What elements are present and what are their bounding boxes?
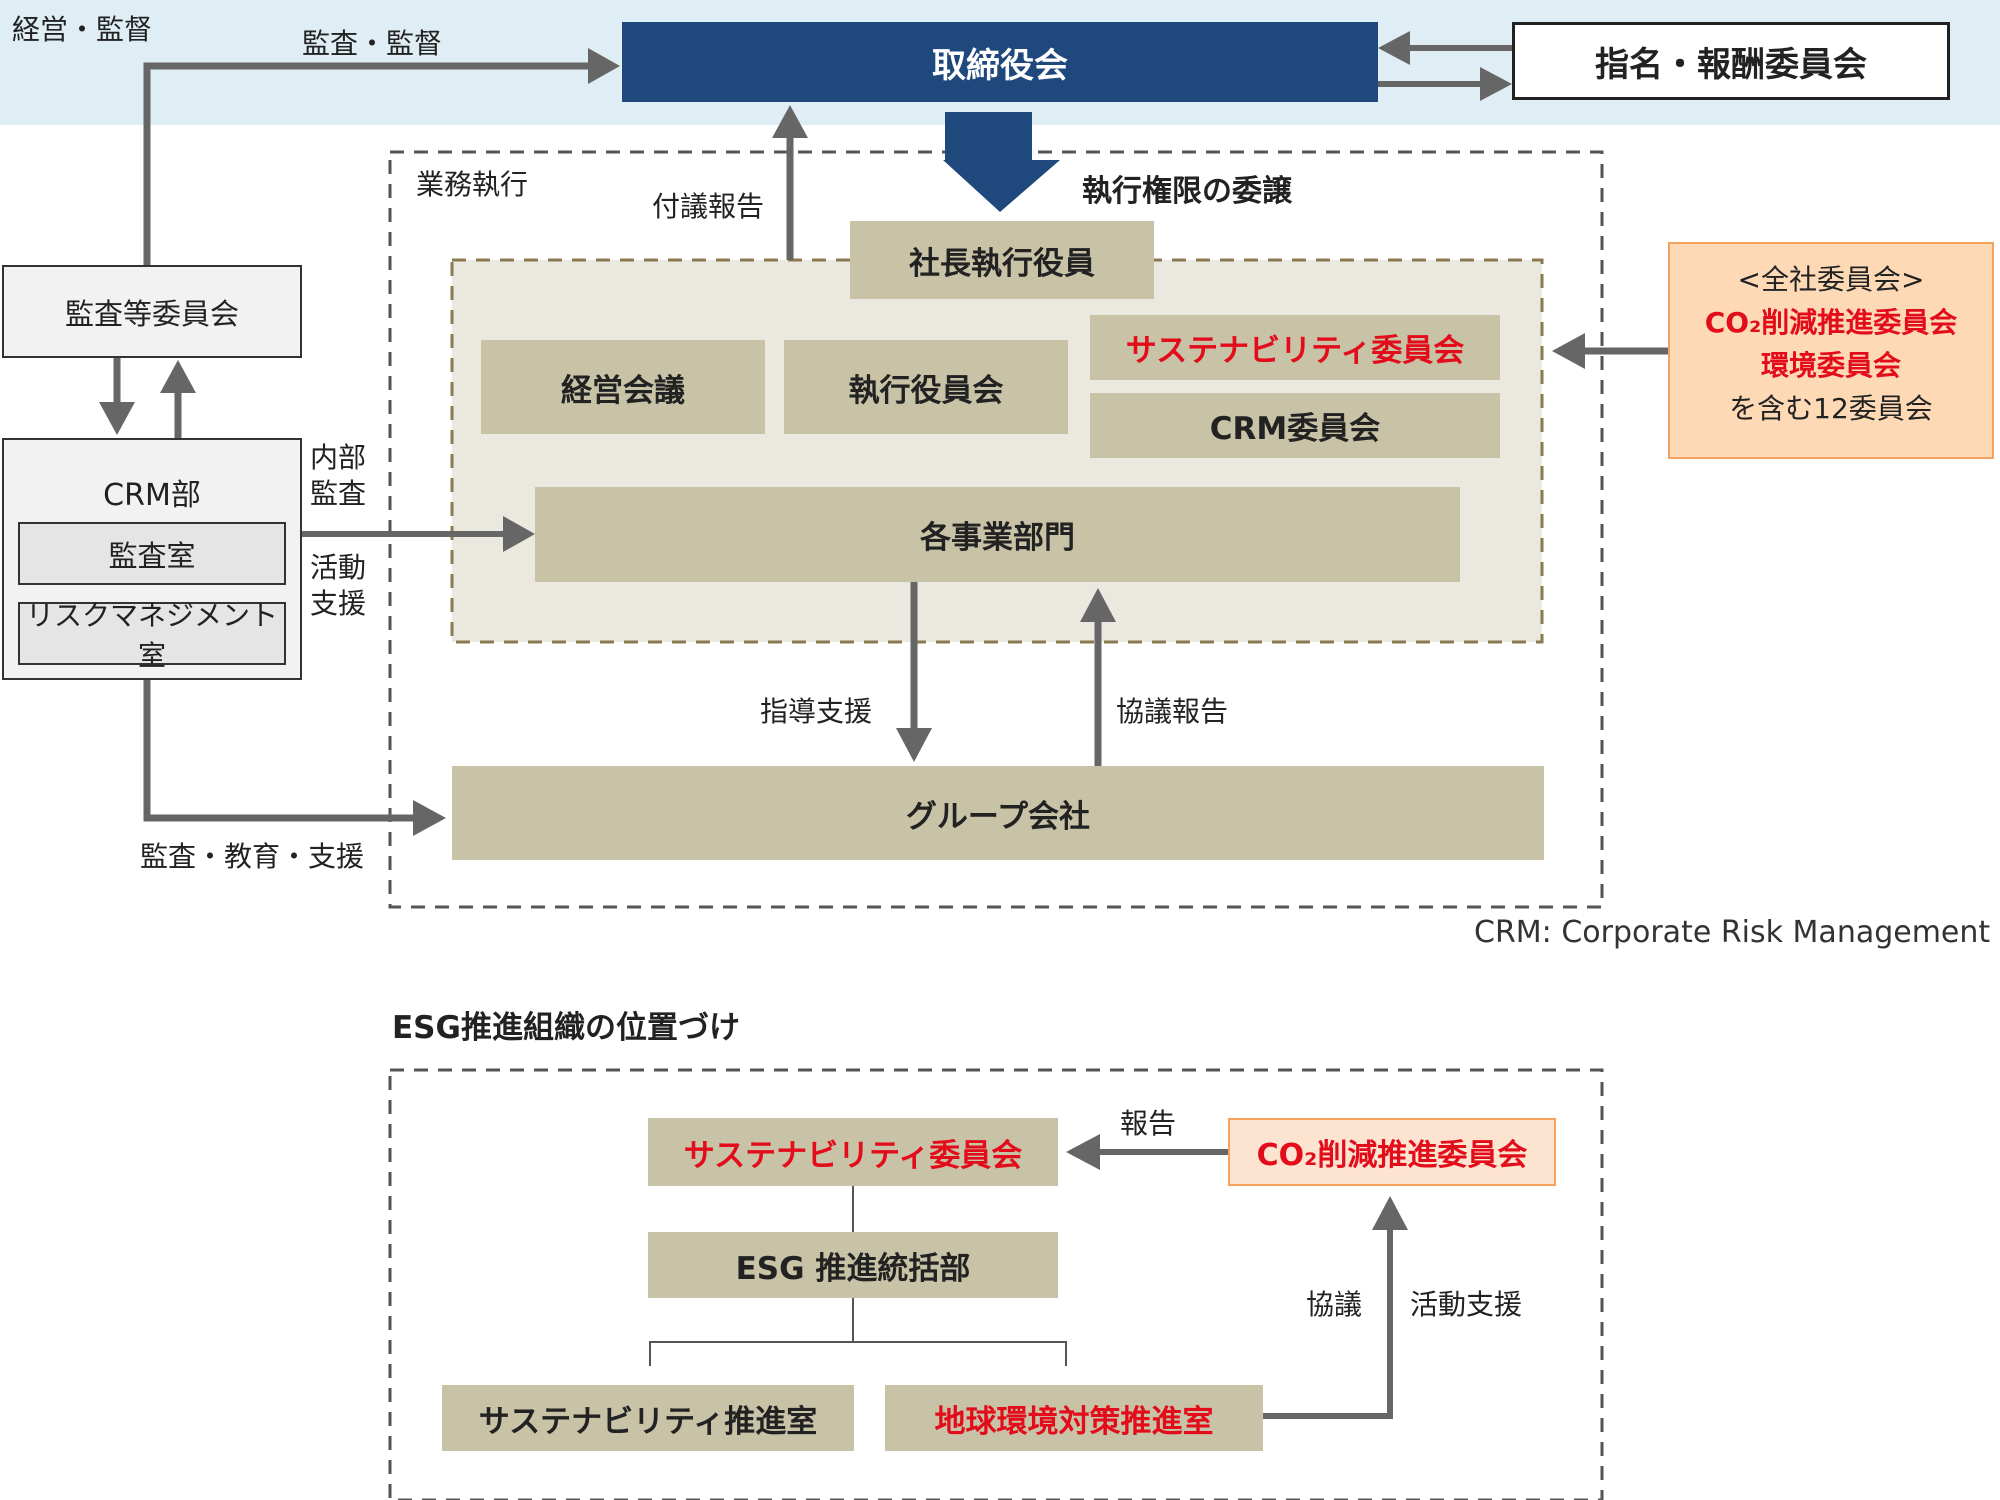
board-of-directors: 取締役会 <box>622 22 1378 102</box>
audit-oversight-label: 監査・監督 <box>302 27 443 60</box>
arrowhead <box>1372 1196 1408 1230</box>
sustainability-committee: サステナビリティ委員会 <box>1090 315 1500 380</box>
president-ceo: 社長執行役員 <box>850 221 1154 299</box>
sustainability-promotion-office: サステナビリティ推進室 <box>442 1385 854 1451</box>
arrowhead <box>772 105 808 138</box>
audit-oversight-line <box>143 62 590 265</box>
internal-audit-label: 内部 監査 <box>310 440 366 512</box>
nomination-remuneration-committee: 指名・報酬委員会 <box>1512 22 1950 100</box>
arrowhead <box>503 516 535 552</box>
activity-support-line2: 支援 <box>310 587 367 620</box>
activity-support-label: 活動 支援 <box>310 550 366 622</box>
esg-activity-support-label: 活動支援 <box>1410 1288 1523 1321</box>
global-environment-office: 地球環境対策推進室 <box>885 1385 1263 1451</box>
risk-management-office: リスクマネジメント室 <box>18 599 286 672</box>
governance-label: 経営・監督 <box>12 13 153 46</box>
audit-office: 監査室 <box>18 522 286 585</box>
company-wide-committees: <全社委員会> CO₂削減推進委員会 環境委員会 を含む12委員会 <box>1668 242 1994 459</box>
crm-committee: CRM委員会 <box>1090 393 1500 458</box>
arrowhead <box>99 402 135 435</box>
esg-co2-committee: CO₂削減推進委員会 <box>1228 1118 1556 1186</box>
arrowhead <box>896 728 932 762</box>
arrowhead <box>588 48 620 84</box>
management-meeting: 経営会議 <box>481 340 765 434</box>
environment-committee-item: 環境委員会 <box>1760 349 1901 382</box>
esg-tree-lines <box>649 1186 1067 1366</box>
internal-audit-line2: 監査 <box>310 477 367 510</box>
activity-support-line1: 活動 <box>310 551 367 584</box>
group-companies: グループ会社 <box>452 766 1544 860</box>
arrowhead <box>1080 588 1116 622</box>
audit-supervisory-committee: 監査等委員会 <box>2 265 302 358</box>
other-committees-note: を含む12委員会 <box>1729 392 1933 425</box>
esg-sustainability-committee: サステナビリティ委員会 <box>648 1118 1058 1186</box>
execution-area-label: 業務執行 <box>416 168 529 201</box>
arrowhead <box>160 360 196 393</box>
crm-to-group-line <box>143 680 415 822</box>
esg-promotion-dept: ESG 推進統括部 <box>648 1232 1058 1298</box>
arrowhead <box>1066 1134 1100 1170</box>
delegation-arrow <box>943 112 1060 212</box>
arrowhead <box>413 800 446 836</box>
company-committees-heading: <全社委員会> <box>1737 263 1925 296</box>
consultation-report-label: 協議報告 <box>1116 695 1229 728</box>
internal-audit-line1: 内部 <box>310 441 367 474</box>
business-divisions: 各事業部門 <box>535 487 1460 582</box>
crm-department: CRM部 監査室 リスクマネジメント室 <box>2 438 302 680</box>
delegation-label: 執行権限の委譲 <box>1082 174 1292 209</box>
esg-frame <box>388 1068 1604 1500</box>
crm-department-title: CRM部 <box>103 478 201 513</box>
arrowhead <box>1480 67 1512 101</box>
report-up-label: 付議報告 <box>652 190 765 223</box>
esg-activity-line <box>1262 1228 1393 1419</box>
crm-footnote: CRM: Corporate Risk Management <box>1474 915 1991 950</box>
executive-officers-meeting: 執行役員会 <box>784 340 1068 434</box>
arrowhead <box>1378 31 1410 65</box>
arrowhead <box>1552 333 1585 369</box>
audit-education-support-label: 監査・教育・支援 <box>140 840 365 873</box>
esg-consult-label: 協議 <box>1306 1288 1363 1321</box>
esg-section-title: ESG推進組織の位置づけ <box>392 1010 740 1046</box>
co2-reduction-committee-item: CO₂削減推進委員会 <box>1704 306 1958 339</box>
esg-report-label: 報告 <box>1120 1107 1177 1140</box>
guidance-support-label: 指導支援 <box>760 695 873 728</box>
